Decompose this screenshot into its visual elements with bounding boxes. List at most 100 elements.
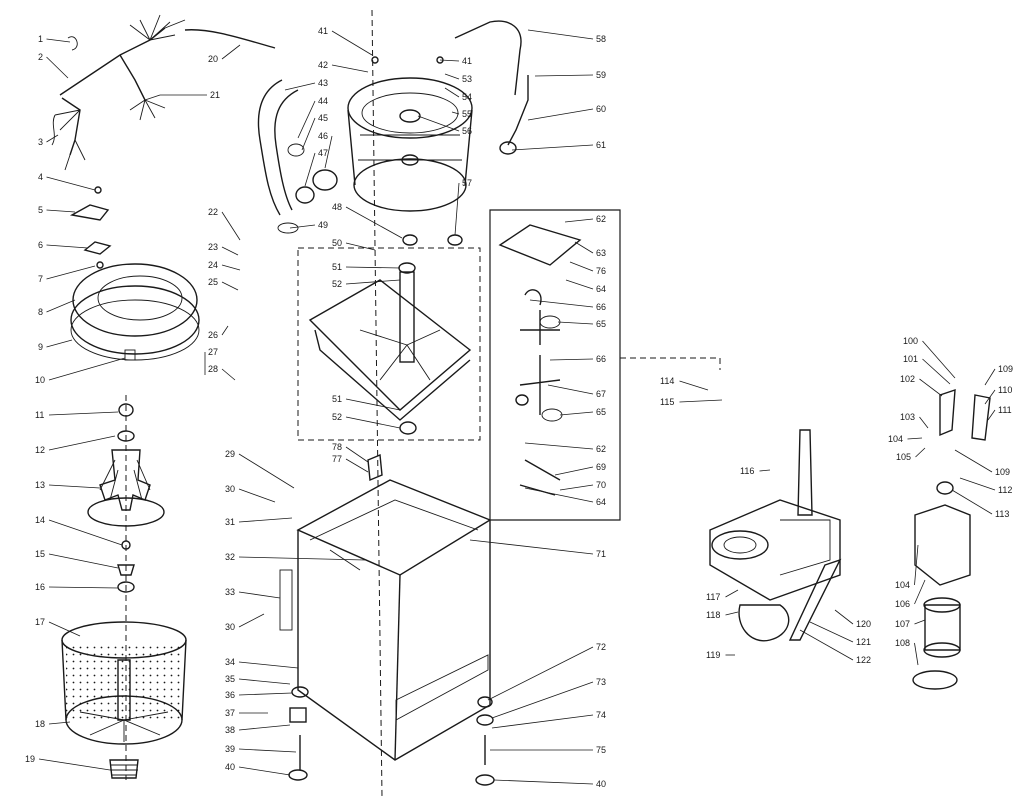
part-number-label: 40: [596, 779, 606, 789]
part-number-label: 43: [318, 78, 328, 88]
part-number-label: 64: [596, 284, 606, 294]
part-number-label: 33: [225, 587, 235, 597]
part-number-label: 62: [596, 444, 606, 454]
leader-line: [922, 358, 951, 385]
leader-line: [919, 378, 943, 397]
leader-line: [345, 458, 369, 473]
part-number-label: 39: [225, 744, 235, 754]
part-number-label: 64: [596, 497, 606, 507]
part-number-label: 1: [38, 34, 43, 44]
part-number-label: 9: [38, 342, 43, 352]
part-number-label: 6: [38, 240, 43, 250]
leader-line: [238, 692, 293, 696]
part-number-label: 52: [332, 412, 342, 422]
part-number-label: 62: [596, 214, 606, 224]
part-number-label: 46: [318, 131, 328, 141]
leader-line: [559, 411, 594, 416]
part-number-label: 34: [225, 657, 235, 667]
leader-line: [493, 779, 594, 785]
leader-line: [297, 100, 316, 139]
leader-line: [984, 389, 996, 405]
part-number-label: 11: [35, 410, 44, 420]
leader-line: [549, 358, 594, 361]
part-number-label: 35: [225, 674, 235, 684]
leader-line: [46, 134, 59, 143]
leader-line: [48, 484, 101, 489]
part-number-label: 54: [462, 92, 472, 102]
leader-line: [799, 629, 854, 661]
leader-line: [331, 30, 373, 56]
part-number-label: 31: [225, 517, 235, 527]
part-number-label: 78: [332, 442, 342, 452]
part-number-label: 15: [35, 549, 45, 559]
part-number-label: 104: [888, 434, 903, 444]
leader-line: [951, 489, 993, 515]
part-number-label: 23: [208, 242, 218, 252]
part-number-label: 12: [35, 445, 45, 455]
leader-line: [221, 264, 241, 271]
part-number-label: 108: [895, 638, 910, 648]
part-number-label: 76: [596, 266, 606, 276]
part-number-label: 13: [35, 480, 45, 490]
part-number-label: 102: [900, 374, 915, 384]
leader-line: [238, 748, 297, 753]
leader-lines: [38, 29, 996, 785]
part-number-label: 32: [225, 552, 235, 562]
leader-line: [48, 553, 119, 569]
part-number-label: 28: [208, 364, 218, 374]
leader-line: [759, 469, 771, 472]
leader-line: [574, 241, 594, 254]
part-number-label: 45: [318, 113, 328, 123]
leader-line: [221, 325, 229, 336]
leader-line: [48, 411, 119, 416]
part-number-label: 113: [995, 509, 1009, 519]
fill-hose: [454, 20, 529, 155]
part-number-label: 70: [596, 480, 606, 490]
part-number-label: 77: [332, 454, 342, 464]
part-number-label: 66: [596, 302, 606, 312]
leader-line: [679, 399, 723, 403]
leader-line: [345, 206, 403, 239]
part-number-label: 50: [332, 238, 342, 248]
leader-line: [725, 589, 739, 598]
leader-line: [345, 279, 401, 285]
leader-line: [221, 211, 241, 241]
leader-line: [38, 758, 111, 771]
leader-line: [559, 484, 594, 491]
part-number-label: 49: [318, 220, 328, 230]
part-number-label: 67: [596, 389, 606, 399]
agitator-assembly: [87, 403, 165, 593]
leader-line: [469, 539, 594, 555]
part-number-label: 18: [35, 719, 45, 729]
motor-assembly: [912, 389, 991, 690]
leader-line: [725, 611, 739, 616]
leader-line: [915, 447, 926, 458]
part-number-label: 69: [596, 462, 606, 472]
leader-line: [46, 176, 96, 191]
leader-line: [46, 56, 69, 79]
drain-hose: [257, 79, 338, 234]
part-number-label: 47: [318, 148, 328, 158]
part-number-label: 110: [998, 385, 1012, 395]
leader-line: [527, 108, 594, 121]
part-number-label: 53: [462, 74, 472, 84]
leader-line: [834, 609, 854, 625]
part-number-label: 74: [596, 710, 606, 720]
outer-tub: [347, 56, 473, 246]
part-number-label: 56: [462, 126, 472, 136]
part-number-label: 3: [38, 137, 43, 147]
leader-line: [238, 591, 281, 599]
leader-line: [554, 466, 594, 476]
leader-line: [809, 621, 854, 643]
leader-line: [417, 115, 460, 132]
leader-line: [221, 246, 239, 256]
leader-line: [987, 409, 996, 421]
leader-line: [46, 244, 89, 249]
part-number-label: 20: [208, 54, 218, 64]
part-number-label: 36: [225, 690, 235, 700]
part-number-label: 107: [895, 619, 910, 629]
leader-line: [444, 73, 460, 80]
leader-line: [238, 517, 293, 523]
part-number-label: 65: [596, 407, 606, 417]
part-number-label: 103: [900, 412, 915, 422]
